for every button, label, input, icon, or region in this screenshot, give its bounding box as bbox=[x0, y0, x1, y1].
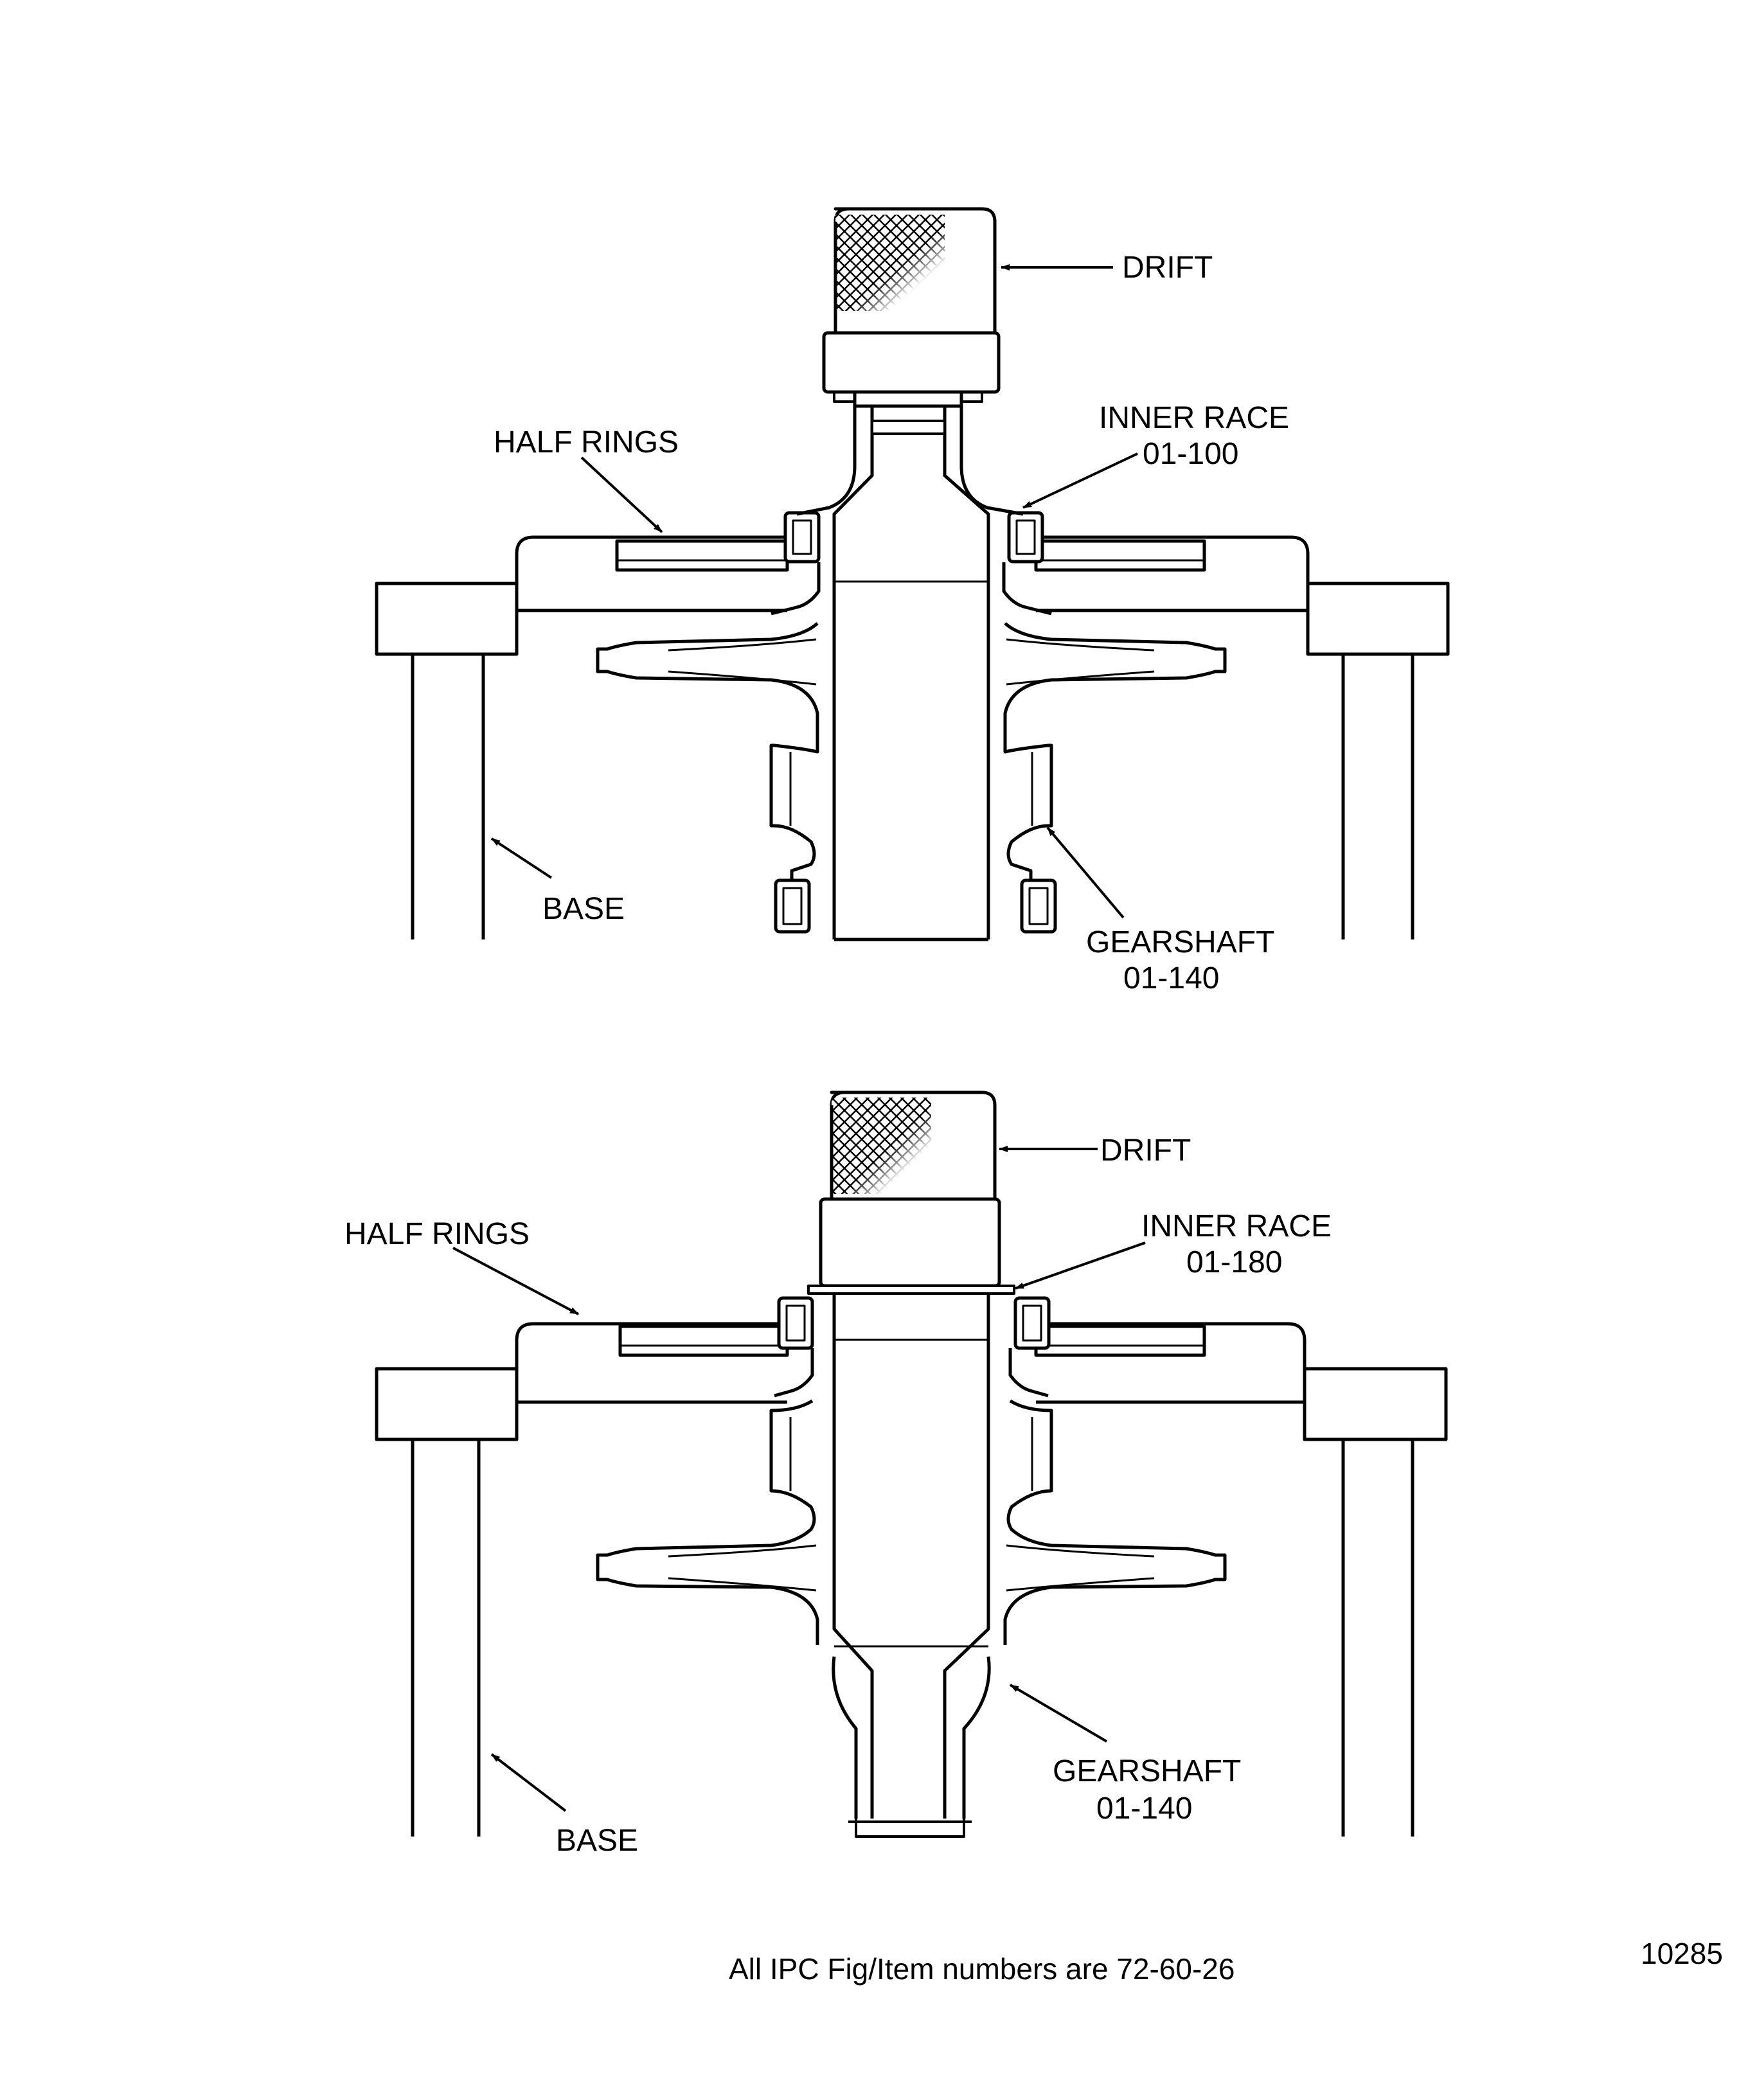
upper-gearshaft bbox=[596, 392, 1227, 941]
lower-drift bbox=[807, 1090, 1015, 1295]
figure-number: 10285 bbox=[1641, 1937, 1723, 1970]
lower-gearshaft bbox=[596, 1293, 1227, 1838]
upper-half-rings-label: HALF RINGS bbox=[494, 425, 679, 459]
lower-inner-race-label: INNER RACE bbox=[1141, 1209, 1332, 1243]
upper-gearshaft-item: 01-140 bbox=[1123, 961, 1219, 995]
upper-gearshaft-label: GEARSHAFT bbox=[1086, 925, 1274, 959]
upper-leaders bbox=[490, 264, 1138, 919]
upper-base-label: BASE bbox=[542, 892, 625, 926]
upper-drift-label: DRIFT bbox=[1122, 251, 1213, 285]
upper-inner-race-item: 01-100 bbox=[1143, 437, 1238, 471]
lower-half-rings-label: HALF RINGS bbox=[344, 1217, 530, 1251]
upper-half-rings bbox=[615, 539, 1206, 572]
upper-drift bbox=[822, 207, 1001, 435]
lower-inner-race-item: 01-180 bbox=[1186, 1245, 1282, 1279]
upper-view bbox=[375, 207, 1450, 941]
upper-inner-race-label: INNER RACE bbox=[1099, 401, 1289, 435]
lower-leaders bbox=[452, 1146, 1146, 1812]
upper-base bbox=[375, 582, 1450, 939]
upper-bearing-races bbox=[774, 511, 1057, 934]
footer-note: All IPC Fig/Item numbers are 72-60-26 bbox=[729, 1952, 1235, 1986]
lower-gearshaft-label: GEARSHAFT bbox=[1053, 1754, 1241, 1788]
lower-view bbox=[375, 1090, 1448, 1838]
lower-base-label: BASE bbox=[556, 1824, 638, 1858]
lower-base-plate bbox=[515, 1322, 1307, 1404]
lower-base bbox=[375, 1367, 1448, 1837]
upper-base-plate bbox=[515, 535, 1310, 612]
lower-gearshaft-item: 01-140 bbox=[1096, 1792, 1192, 1826]
lower-bearing-races bbox=[777, 1296, 1051, 1350]
lower-drift-label: DRIFT bbox=[1100, 1134, 1191, 1168]
